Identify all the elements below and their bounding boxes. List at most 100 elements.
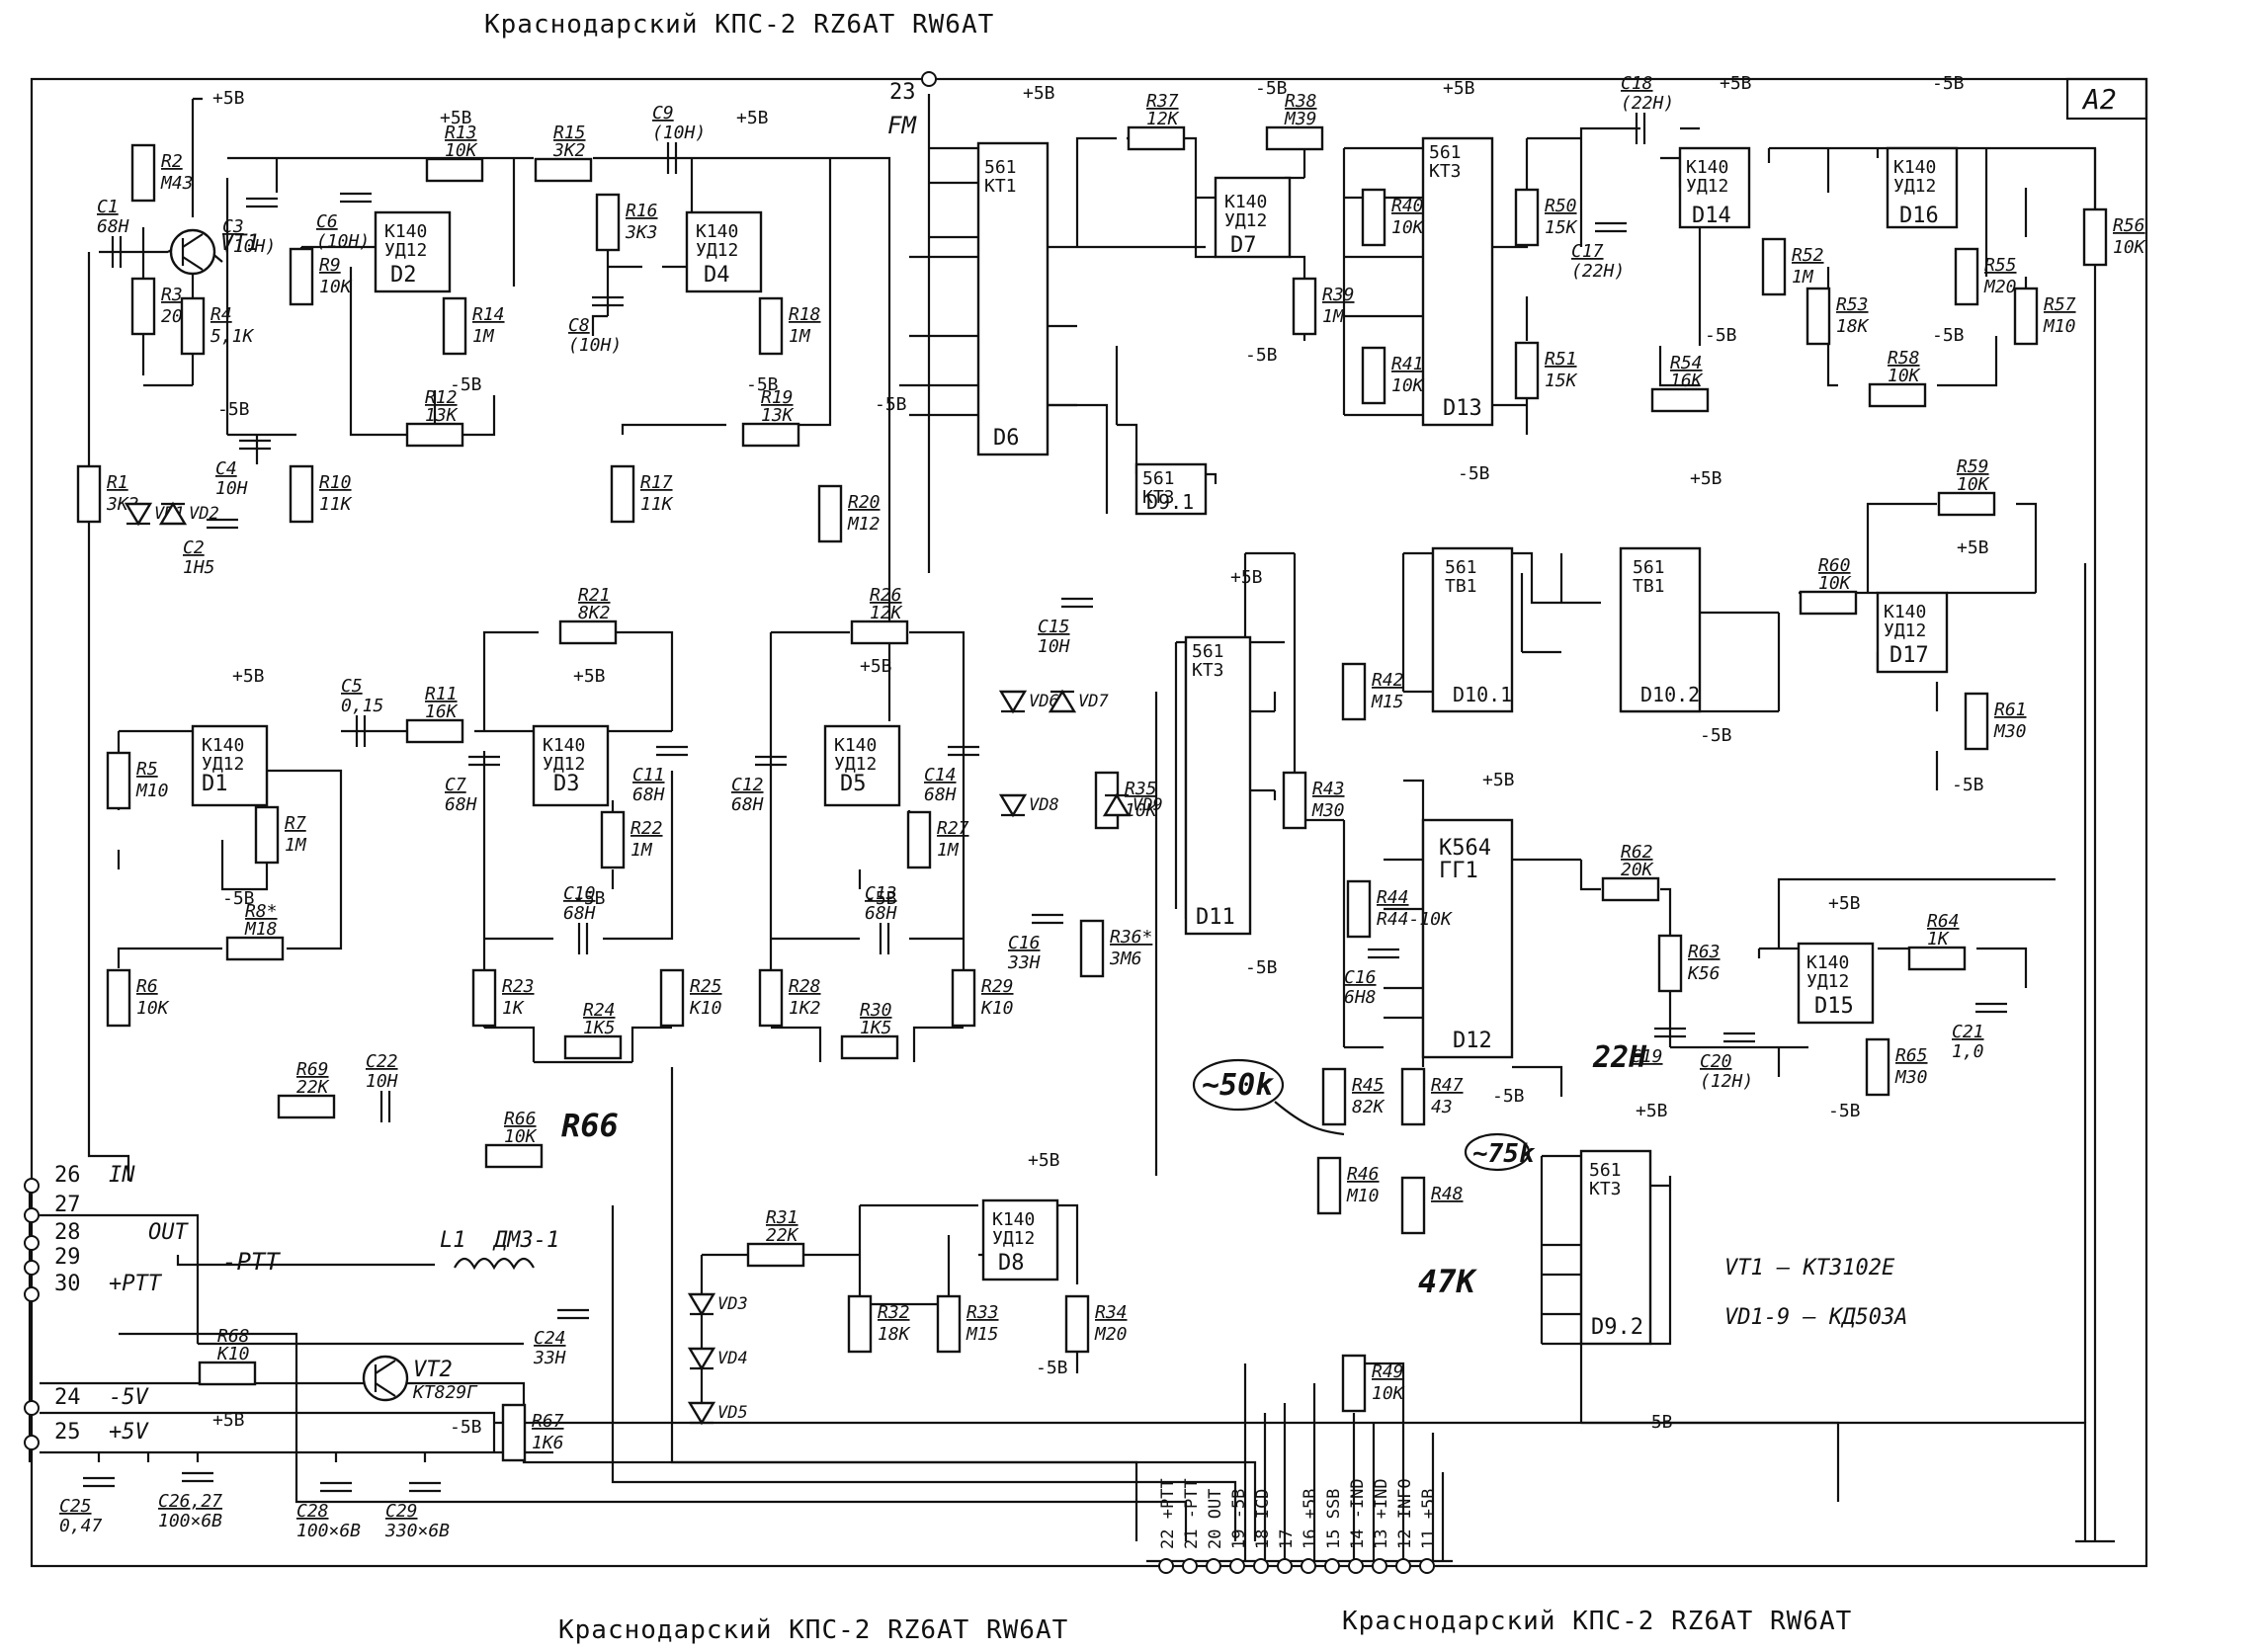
ptt-minus-label: -PTT	[222, 1248, 281, 1276]
handwritten-annotations: ~50k ~75k 47K R66 22H	[561, 1040, 1647, 1300]
capacitor-c17: C17(22Н)	[1571, 221, 1627, 282]
capacitor-ref: C11	[632, 765, 665, 785]
resistor-value: 10К	[1957, 474, 1990, 495]
resistor-ref: R7	[285, 813, 306, 834]
resistor-value: 22К	[766, 1225, 799, 1246]
capacitor-c19: C19	[1631, 1027, 1686, 1067]
resistor-value: 3К2	[552, 140, 586, 161]
semi-vd2: VD2	[158, 501, 219, 526]
resistor-r8: R8*М18	[225, 901, 285, 961]
left-pin-25: 25+5V	[24, 1420, 149, 1450]
annot-r66: R66	[561, 1107, 619, 1144]
rail-minus: -5В	[450, 1417, 482, 1438]
resistor-value: 1К6	[532, 1433, 564, 1453]
resistor-ref: R14	[472, 304, 505, 325]
schematic-title-bottom-right: Краснодарский КПС-2 RZ6AT RW6AT	[1342, 1607, 1853, 1636]
capacitor-ref: C21	[1952, 1022, 1984, 1042]
capacitor-value: (22Н)	[1571, 261, 1625, 282]
resistor-ref: R27	[937, 818, 969, 839]
pin-label: +PTT	[109, 1272, 163, 1296]
bottom-pin-14: 14 -IND	[1348, 1478, 1368, 1574]
bottom-pin-16: 16 +5B	[1301, 1489, 1320, 1574]
chip-d13-ref: D13	[1443, 396, 1482, 421]
rail-plus: +5В	[1028, 1150, 1060, 1171]
resistor-value: 11К	[319, 494, 353, 515]
resistor-ref: R3	[161, 285, 183, 305]
chip-d15-ref: D15	[1814, 994, 1854, 1019]
resistor-value: М30	[1993, 721, 2027, 742]
chip-d9-1-ref: D9.1	[1146, 490, 1194, 514]
resistor-ref: R54	[1670, 353, 1703, 373]
semi-vd7: VD7	[1048, 689, 1109, 713]
chip-d2	[374, 210, 452, 293]
resistor-value: 10К	[1125, 800, 1158, 821]
resistor-value: 1К2	[789, 998, 821, 1019]
resistor-ref: R24	[583, 1000, 616, 1021]
rail-minus: -5В	[222, 888, 255, 909]
pin-number: 29	[54, 1245, 81, 1270]
semi-vd3: VD3	[687, 1292, 748, 1317]
pin-text: 19 -5B	[1229, 1489, 1249, 1549]
semi-vd8: VD8	[998, 793, 1059, 818]
semi-vd6: VD6	[998, 690, 1059, 714]
resistor-value: 5,1К	[210, 326, 255, 347]
resistor-value: 1М	[630, 840, 653, 861]
left-pin-24: 24-5V	[24, 1385, 149, 1416]
resistor-ref: R35	[1125, 779, 1157, 799]
resistor-ref: R57	[2044, 294, 2076, 315]
capacitor-value: (10Н)	[222, 236, 276, 257]
supply-rails: +5В+5В+5В+5В-5В+5В+5В-5В-5В-5В-5В+5В+5В+…	[212, 73, 1989, 1438]
chip-d1-ref: D1	[202, 772, 228, 796]
rail-plus: +5В	[1690, 468, 1722, 489]
resistor-value: 10К	[319, 277, 353, 297]
resistor-value: 22К	[296, 1077, 330, 1098]
resistor-ref: R31	[766, 1207, 798, 1228]
capacitor-value: 68Н	[865, 903, 897, 924]
rail-minus: -5В	[875, 394, 907, 415]
inductor-l1: L1 ДМ3-1	[440, 1228, 559, 1271]
chip-d13	[1421, 136, 1494, 427]
chip-d16-ref: D16	[1899, 204, 1939, 228]
capacitor-ref: C29	[385, 1501, 418, 1522]
capacitor-value: (10Н)	[652, 123, 706, 143]
resistor-ref: R48	[1431, 1184, 1464, 1204]
resistor-ref: R22	[630, 818, 663, 839]
annot-r47-circle	[1464, 1132, 1531, 1172]
resistor-value: 8К2	[578, 603, 611, 623]
resistor-value: 10К	[445, 140, 478, 161]
capacitor-value: 100×6В	[158, 1511, 222, 1531]
capacitor-ref: C16	[1344, 967, 1377, 988]
pin-number: 25	[54, 1420, 81, 1445]
capacitor-c3: C3(10Н)	[222, 197, 278, 257]
board-label: А2	[2081, 83, 2117, 116]
chip-d7	[1214, 176, 1292, 259]
capacitor-value: 68Н	[445, 794, 477, 815]
resistor-value: 1К5	[860, 1018, 892, 1038]
capacitor-ref: C8	[568, 315, 590, 336]
